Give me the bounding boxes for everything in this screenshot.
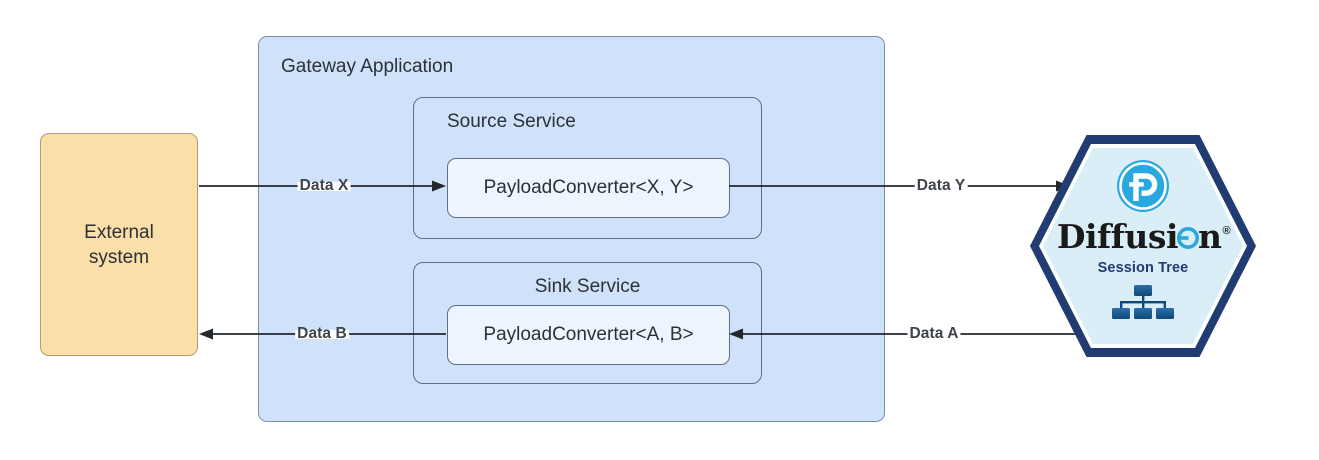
diffusion-wordmark-part2: n [1198,217,1222,256]
external-system-label-line1: External [84,221,154,243]
source-payload-converter-box: PayloadConverter<X, Y> [447,158,730,218]
gateway-application-title: Gateway Application [281,56,454,77]
arrowhead-sink-to-external [199,328,213,340]
sink-service-title: Sink Service [534,276,641,297]
diffusion-wordmark-o-glyph [1177,221,1200,249]
edge-label-data-a: Data A [907,325,961,342]
external-system-label-line2: system [88,246,150,268]
diffusion-p-logo-icon [1116,159,1170,218]
diffusion-session-tree-node: Diffusi n® Session Tree [1030,135,1256,357]
sink-service-box: Sink Service PayloadConverter<A, B> [413,262,762,384]
session-tree-subtitle: Session Tree [1097,260,1189,276]
session-tree-icon [1110,285,1176,328]
diffusion-wordmark-part1: Diffusi [1056,217,1179,256]
source-service-title: Source Service [447,111,576,132]
edge-label-data-b: Data B [295,325,349,342]
edge-label-data-y: Data Y [914,177,967,194]
external-system-label: External system [84,220,154,270]
external-system-box: External system [40,133,198,356]
sink-payload-converter-box: PayloadConverter<A, B> [447,305,730,365]
diffusion-wordmark: Diffusi n® [1056,217,1231,256]
edge-label-data-x: Data X [297,177,351,194]
registered-trademark-mark: ® [1222,225,1231,237]
source-service-box: Source Service PayloadConverter<X, Y> [413,97,762,239]
